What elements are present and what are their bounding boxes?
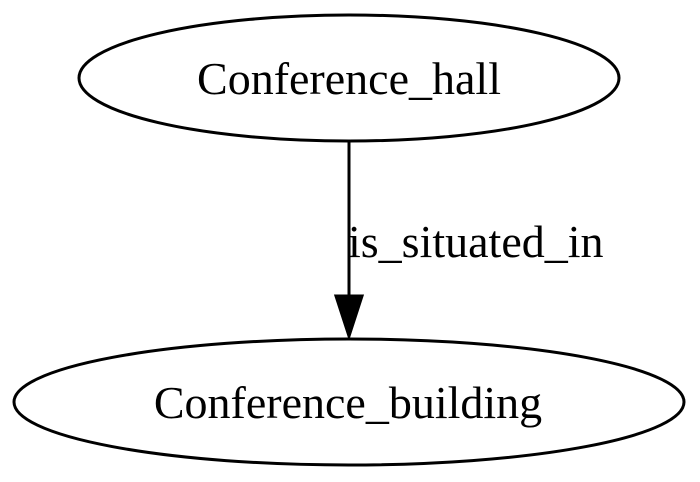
edge-is-situated-in[interactable]: is_situated_in <box>333 142 604 341</box>
node-conference-building-ellipse <box>12 337 686 467</box>
arrowhead-icon <box>333 294 365 341</box>
node-conference-hall[interactable]: Conference_hall <box>77 13 621 143</box>
node-conference-building[interactable]: Conference_building <box>12 337 686 467</box>
node-conference-hall-ellipse <box>77 13 621 143</box>
edge-label: is_situated_in <box>348 216 604 267</box>
node-conference-building-label: Conference_building <box>154 377 542 428</box>
node-conference-hall-label: Conference_hall <box>197 53 501 104</box>
